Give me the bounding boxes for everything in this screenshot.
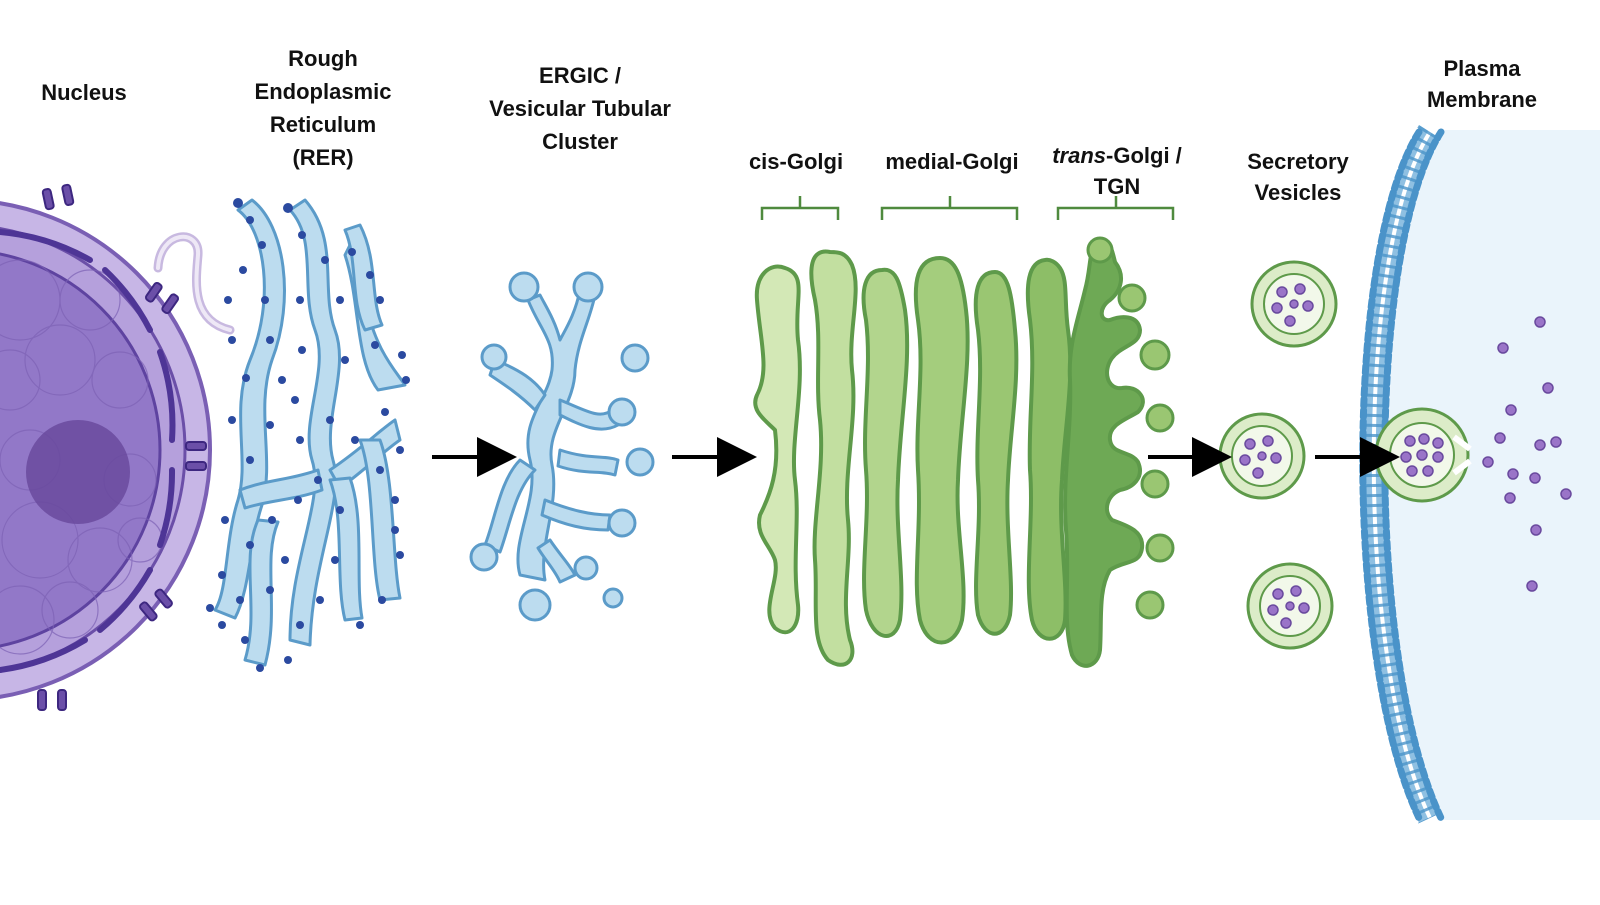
ergic-label: ERGIC / Vesicular Tubular Cluster [489, 63, 671, 154]
medial-golgi-label: medial-Golgi [885, 149, 1019, 174]
tgn-cisterna [1063, 237, 1145, 668]
secretory-vesicle [1218, 412, 1306, 500]
medial-golgi-cisterna-2 [913, 256, 970, 645]
trans-golgi-cisterna-1 [1025, 257, 1073, 641]
plasma-membrane-label: Plasma Membrane [1426, 56, 1538, 112]
rough-er [213, 198, 407, 667]
cis-golgi-cisterna-2 [809, 249, 858, 667]
rer-label: Rough Endoplasmic Reticulum (RER) [254, 46, 392, 170]
secretory-vesicle [1250, 260, 1338, 348]
cis-golgi-label: cis-Golgi [748, 149, 844, 174]
trans-golgi-label: trans-Golgi / TGN [1052, 140, 1182, 202]
trans-italic: trans [1052, 143, 1107, 168]
ribosomes [206, 198, 410, 672]
cis-golgi-cisterna-1 [753, 264, 802, 635]
ergic-cluster [483, 288, 620, 584]
medial-golgi-cisterna-1 [861, 267, 910, 638]
plasma-membrane [1359, 125, 1600, 824]
medial-golgi-cisterna-3 [973, 270, 1019, 636]
trans-golgi-rest: -Golgi / [1106, 143, 1182, 168]
secretory-vesicles [1218, 260, 1338, 650]
golgi-stack [753, 237, 1145, 668]
nucleus [0, 183, 212, 711]
fusing-vesicle [1374, 407, 1472, 503]
tgn-text: TGN [1093, 174, 1141, 199]
nucleus-label: Nucleus [41, 80, 127, 105]
secretory-vesicles-label: Secretory Vesicles [1247, 149, 1349, 205]
golgi-brackets [760, 196, 1175, 220]
secretory-vesicle [1246, 562, 1334, 650]
released-cargo [1482, 316, 1572, 592]
